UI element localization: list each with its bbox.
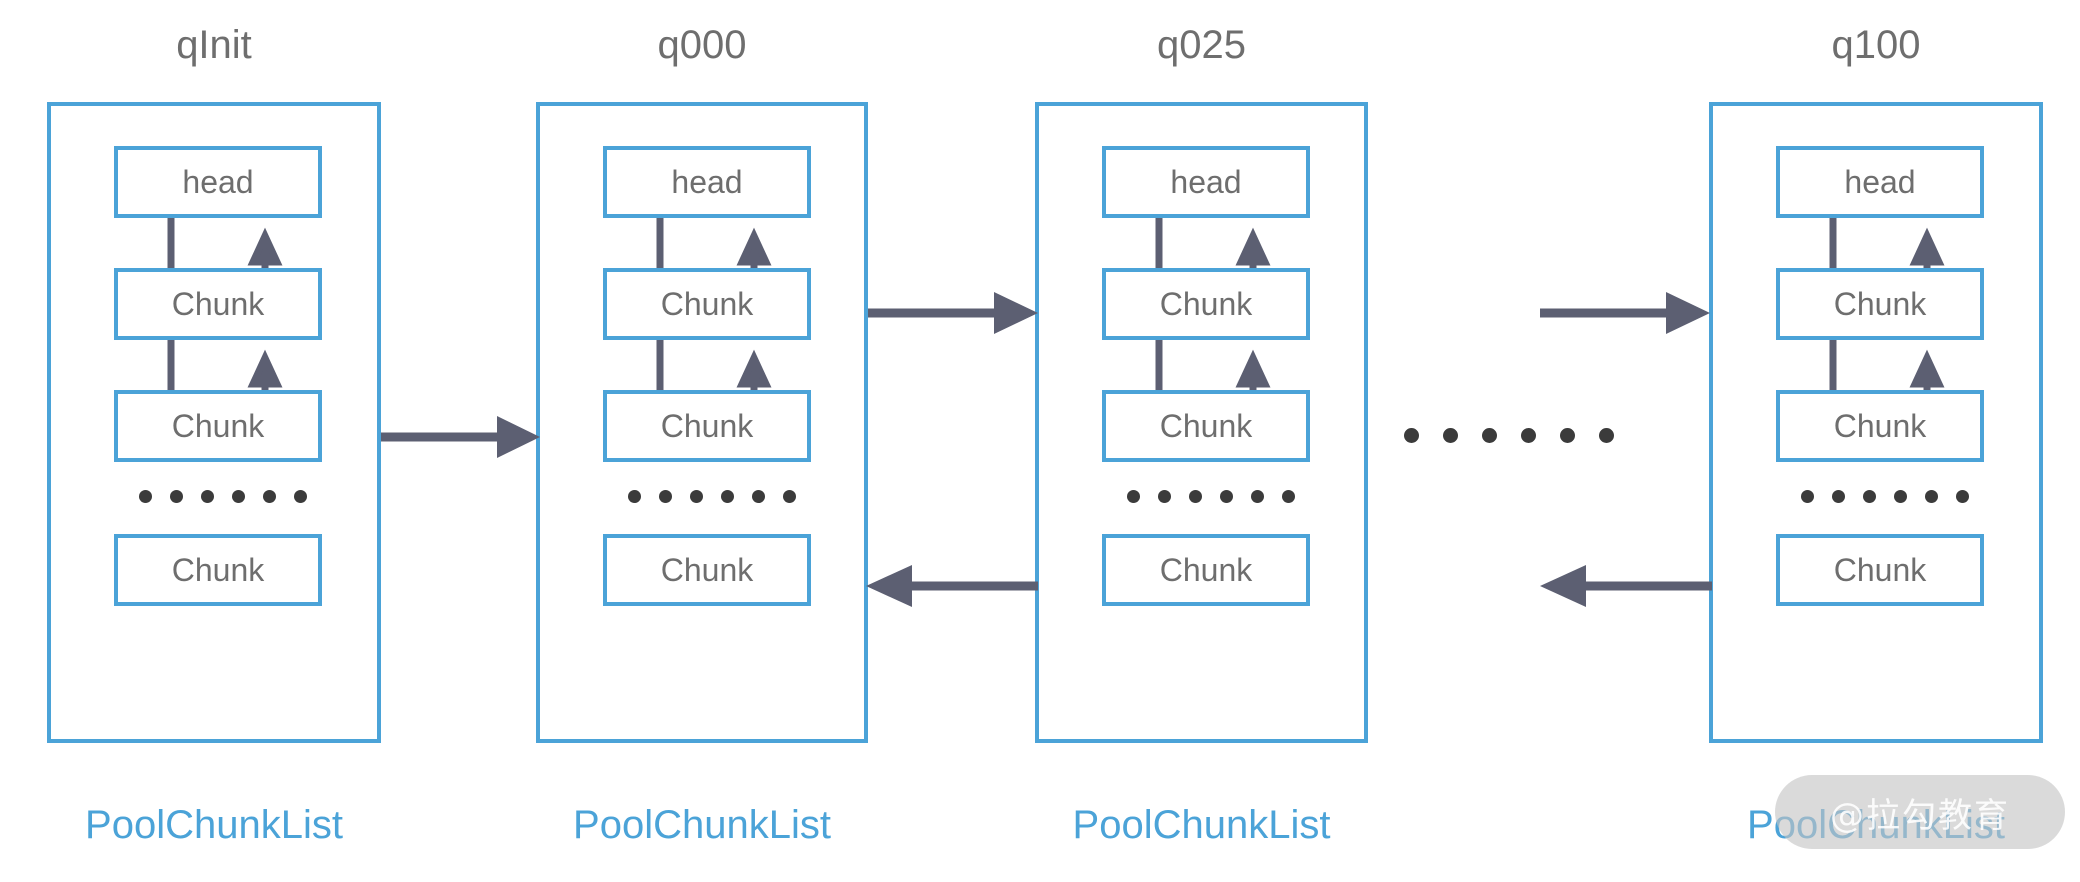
node-chunk-1-q100: Chunk — [1776, 268, 1984, 340]
ellipsis-dot — [1832, 490, 1845, 503]
ellipsis-between-q025-q100 — [1404, 428, 1614, 443]
ellipsis-dot — [263, 490, 276, 503]
ellipsis-dot — [628, 490, 641, 503]
ellipsis-dot — [1521, 428, 1536, 443]
ellipsis-dot — [1404, 428, 1419, 443]
ellipsis-dot — [752, 490, 765, 503]
ellipsis-dot — [659, 490, 672, 503]
node-head-q100: head — [1776, 146, 1984, 218]
arrow-q025-to-q100 — [1540, 288, 1710, 338]
node-chunk-2-q000: Chunk — [603, 390, 811, 462]
ellipsis-dot — [1894, 490, 1907, 503]
column-caption-q100: PoolChunkList — [1747, 803, 2005, 847]
ellipsis-dot — [1599, 428, 1614, 443]
ellipsis-dot — [1482, 428, 1497, 443]
ellipsis-dot — [1127, 490, 1140, 503]
node-chunk-3-q025: Chunk — [1102, 534, 1310, 606]
ellipsis-dot — [690, 490, 703, 503]
ellipsis-dot — [294, 490, 307, 503]
ellipsis-dot — [1189, 490, 1202, 503]
node-chunk-2-q100: Chunk — [1776, 390, 1984, 462]
ellipsis-dot — [201, 490, 214, 503]
node-head-q000: head — [603, 146, 811, 218]
column-caption-qinit: PoolChunkList — [85, 803, 343, 847]
node-chunk-2-q025: Chunk — [1102, 390, 1310, 462]
column-title-qinit: qInit — [176, 23, 252, 67]
column-q000: q000 head Chunk Chunk — [536, 0, 868, 882]
ellipsis-dot — [1863, 490, 1876, 503]
ellipsis-dot — [1443, 428, 1458, 443]
poolchunklist-panel-q025: head Chunk Chunk — [1035, 102, 1368, 743]
ellipsis-dot — [1251, 490, 1264, 503]
poolchunklist-panel-qinit: head Chunk Chunk — [47, 102, 381, 743]
column-caption-q025: PoolChunkList — [1072, 803, 1331, 847]
column-q025: q025 head Chunk Chunk — [1035, 0, 1368, 882]
ellipsis-qinit — [139, 490, 307, 503]
ellipsis-dot — [139, 490, 152, 503]
column-q100: q100 head Chunk Chunk — [1709, 0, 2043, 882]
ellipsis-dot — [1925, 490, 1938, 503]
ellipsis-q000 — [628, 490, 796, 503]
column-caption-q000: PoolChunkList — [573, 803, 831, 847]
arrow-q100-to-q025 — [1540, 561, 1712, 611]
ellipsis-q025 — [1127, 490, 1295, 503]
node-head-q025: head — [1102, 146, 1310, 218]
node-chunk-1-q000: Chunk — [603, 268, 811, 340]
node-chunk-1-qinit: Chunk — [114, 268, 322, 340]
ellipsis-dot — [170, 490, 183, 503]
ellipsis-dot — [1801, 490, 1814, 503]
ellipsis-dot — [1220, 490, 1233, 503]
poolchunklist-panel-q000: head Chunk Chunk — [536, 102, 868, 743]
column-title-q100: q100 — [1831, 23, 1921, 67]
ellipsis-dot — [1282, 490, 1295, 503]
node-chunk-2-qinit: Chunk — [114, 390, 322, 462]
arrow-qinit-to-q000 — [381, 412, 540, 462]
arrow-q000-to-q025 — [868, 288, 1038, 338]
poolchunklist-panel-q100: head Chunk Chunk — [1709, 102, 2043, 743]
node-chunk-1-q025: Chunk — [1102, 268, 1310, 340]
ellipsis-dot — [783, 490, 796, 503]
node-chunk-3-q000: Chunk — [603, 534, 811, 606]
node-head-qinit: head — [114, 146, 322, 218]
ellipsis-dot — [1158, 490, 1171, 503]
column-title-q000: q000 — [657, 23, 747, 67]
ellipsis-dot — [1560, 428, 1575, 443]
column-title-q025: q025 — [1157, 23, 1246, 67]
node-chunk-3-q100: Chunk — [1776, 534, 1984, 606]
ellipsis-dot — [721, 490, 734, 503]
column-qinit: qInit head Chunk Chunk — [47, 0, 381, 882]
ellipsis-q100 — [1801, 490, 1969, 503]
arrow-q025-to-q000 — [866, 561, 1038, 611]
ellipsis-dot — [1956, 490, 1969, 503]
node-chunk-3-qinit: Chunk — [114, 534, 322, 606]
ellipsis-dot — [232, 490, 245, 503]
